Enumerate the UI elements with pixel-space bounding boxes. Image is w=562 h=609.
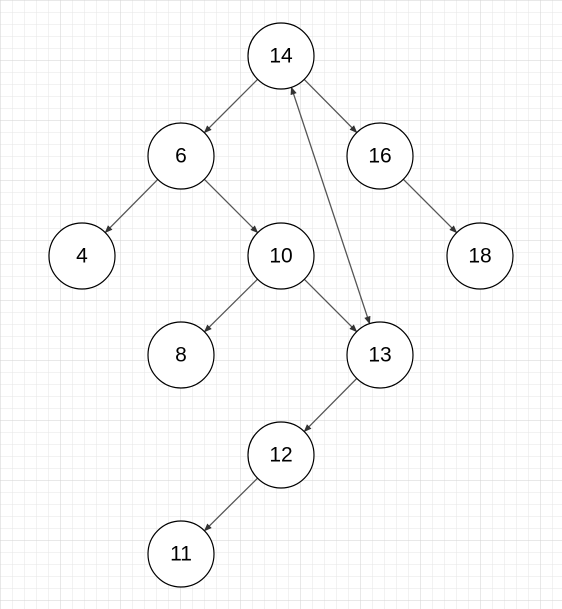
node-label: 13 — [368, 344, 391, 367]
tree-node-10: 10 — [247, 222, 315, 290]
edge-16-to-18 — [402, 178, 458, 234]
edge-14-to-13 — [290, 86, 371, 325]
node-label: 16 — [368, 145, 391, 168]
node-label: 12 — [269, 444, 292, 467]
node-label: 10 — [269, 245, 292, 268]
tree-node-16: 16 — [346, 122, 414, 190]
node-circle — [48, 222, 116, 290]
node-circle — [247, 22, 315, 90]
tree-node-13: 13 — [346, 321, 414, 389]
node-circle — [147, 520, 215, 588]
tree-node-4: 4 — [48, 222, 116, 290]
tree-node-6: 6 — [147, 122, 215, 190]
tree-node-18: 18 — [446, 222, 514, 290]
tree-node-8: 8 — [147, 321, 215, 389]
node-circle — [247, 421, 315, 489]
edge-14-to-6 — [203, 78, 259, 134]
nodes-layer: 14 6 16 4 10 18 8 13 12 11 — [48, 22, 514, 588]
node-circle — [446, 222, 514, 290]
node-circle — [147, 321, 215, 389]
tree-node-11: 11 — [147, 520, 215, 588]
tree-node-12: 12 — [247, 421, 315, 489]
node-label: 8 — [175, 344, 187, 367]
node-label: 4 — [76, 245, 88, 268]
edge-13-to-12 — [303, 377, 358, 433]
node-label: 11 — [170, 543, 192, 566]
node-label: 18 — [468, 245, 491, 268]
edge-12-to-11 — [203, 477, 259, 532]
edge-6-to-4 — [104, 178, 159, 234]
edge-10-to-8 — [203, 278, 259, 333]
tree-node-14: 14 — [247, 22, 315, 90]
node-circle — [346, 321, 414, 389]
node-circle — [247, 222, 315, 290]
edge-6-to-10 — [203, 178, 259, 234]
edges-layer — [104, 78, 458, 532]
node-label: 6 — [175, 145, 187, 168]
node-label: 14 — [269, 45, 293, 68]
node-circle — [346, 122, 414, 190]
node-circle — [147, 122, 215, 190]
